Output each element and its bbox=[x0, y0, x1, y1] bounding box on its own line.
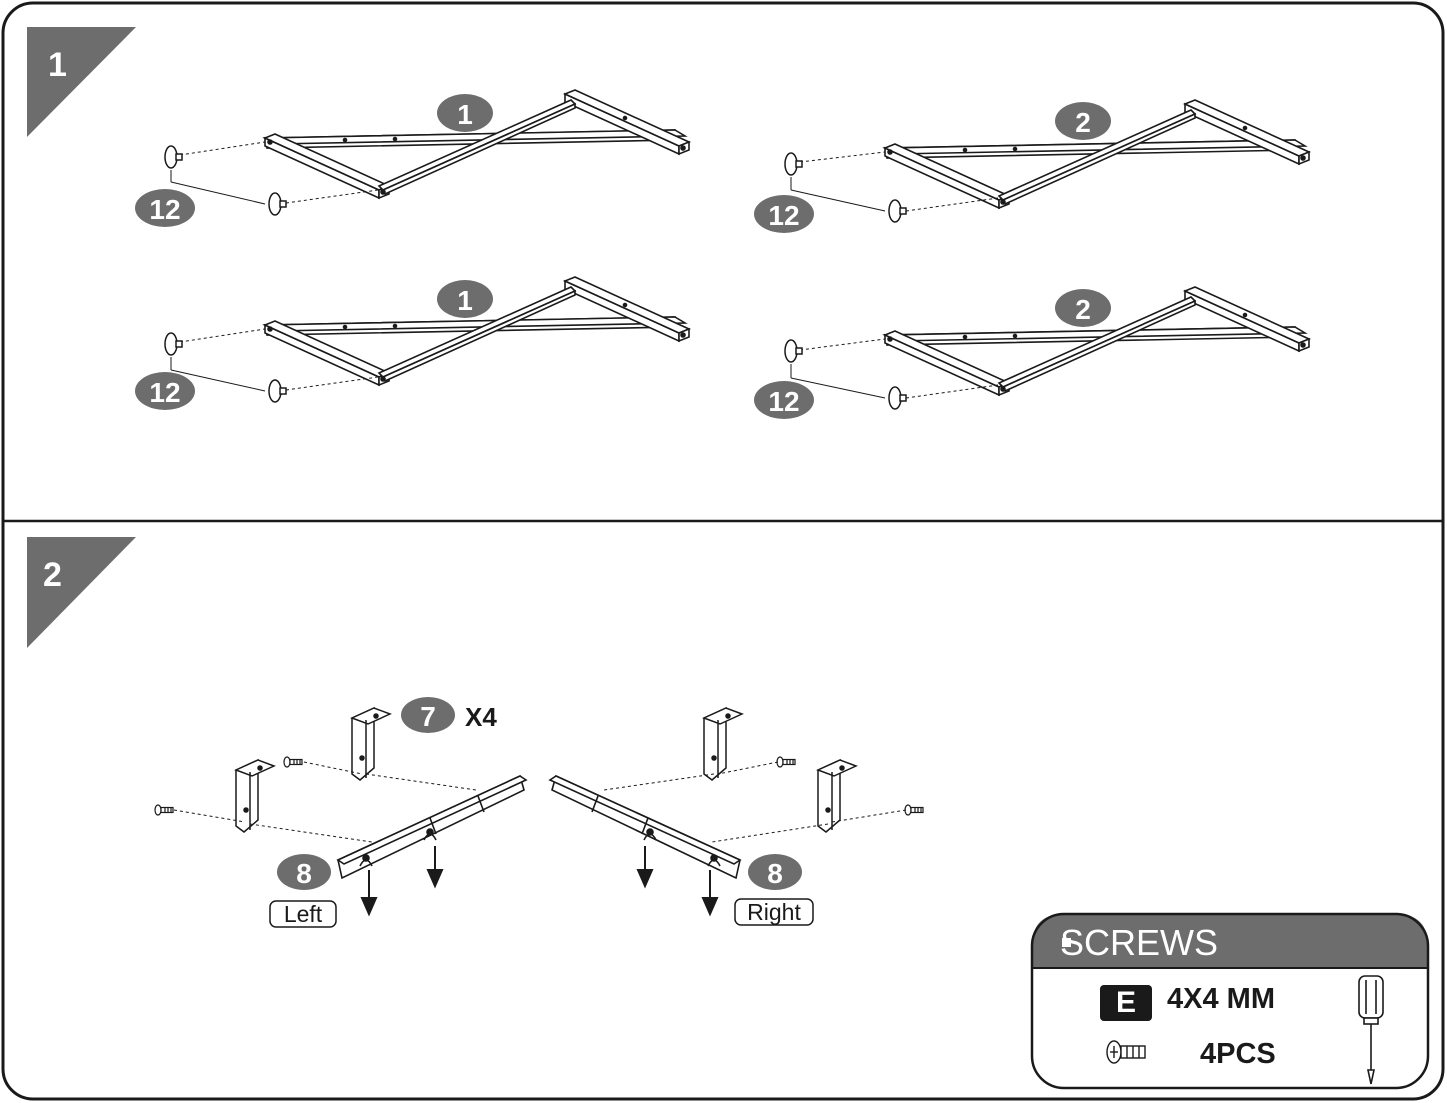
svg-text:12: 12 bbox=[149, 377, 180, 408]
svg-text:2: 2 bbox=[1075, 107, 1091, 138]
right-rail-label: Right bbox=[747, 899, 801, 925]
screws-title: SCREWS bbox=[1060, 922, 1219, 963]
svg-text:12: 12 bbox=[149, 194, 180, 225]
screw-icon bbox=[1106, 1040, 1146, 1064]
part-badge-frame2: 2 bbox=[1055, 102, 1111, 140]
bracket-right-back bbox=[703, 707, 743, 781]
bullet-square bbox=[1062, 938, 1071, 947]
screws-box-header bbox=[1032, 914, 1428, 968]
right-rail-badge: 8 bbox=[748, 854, 802, 890]
foot-badge-frame3: 12 bbox=[135, 372, 195, 410]
down-arrow-icons bbox=[360, 846, 719, 917]
svg-text:7: 7 bbox=[420, 701, 436, 732]
screwdriver-icon bbox=[1358, 975, 1384, 1085]
svg-text:1: 1 bbox=[457, 285, 473, 316]
foot-set-4 bbox=[784, 338, 999, 410]
bracket-left-back bbox=[351, 707, 391, 781]
step1-corner bbox=[27, 27, 136, 137]
svg-text:12: 12 bbox=[768, 200, 799, 231]
step2-screws bbox=[154, 756, 924, 843]
screw-quantity: 4PCS bbox=[1200, 1038, 1276, 1070]
left-rail bbox=[336, 774, 528, 880]
bracket-badge: 7 bbox=[401, 697, 455, 733]
bracket-quantity: X4 bbox=[465, 702, 497, 732]
screws-box bbox=[1030, 912, 1430, 1090]
foot-badge-frame2: 12 bbox=[754, 195, 814, 233]
step-number-2: 2 bbox=[43, 556, 62, 594]
step2-corner bbox=[27, 537, 136, 648]
foot-badge-frame4: 12 bbox=[754, 381, 814, 419]
svg-text:8: 8 bbox=[767, 858, 783, 889]
left-rail-label: Left bbox=[284, 901, 323, 927]
svg-text:1: 1 bbox=[457, 99, 473, 130]
svg-text:12: 12 bbox=[768, 386, 799, 417]
bracket-right-front bbox=[817, 759, 857, 833]
screw-size: 4X4 MM bbox=[1167, 983, 1275, 1015]
foot-set-3 bbox=[164, 328, 379, 403]
step-number-1: 1 bbox=[48, 46, 67, 84]
svg-text:2: 2 bbox=[1075, 294, 1091, 325]
svg-text:8: 8 bbox=[296, 858, 312, 889]
screw-code-badge: E bbox=[1100, 985, 1152, 1021]
foot-badge-frame1: 12 bbox=[135, 189, 195, 227]
foot-set-2 bbox=[784, 151, 999, 223]
part-badge-frame1: 1 bbox=[437, 94, 493, 132]
right-rail bbox=[548, 774, 742, 880]
foot-set-1 bbox=[164, 141, 379, 216]
left-rail-badge: 8 bbox=[277, 854, 331, 890]
part-badge-frame3: 1 bbox=[437, 280, 493, 318]
part-badge-frame4: 2 bbox=[1055, 289, 1111, 327]
